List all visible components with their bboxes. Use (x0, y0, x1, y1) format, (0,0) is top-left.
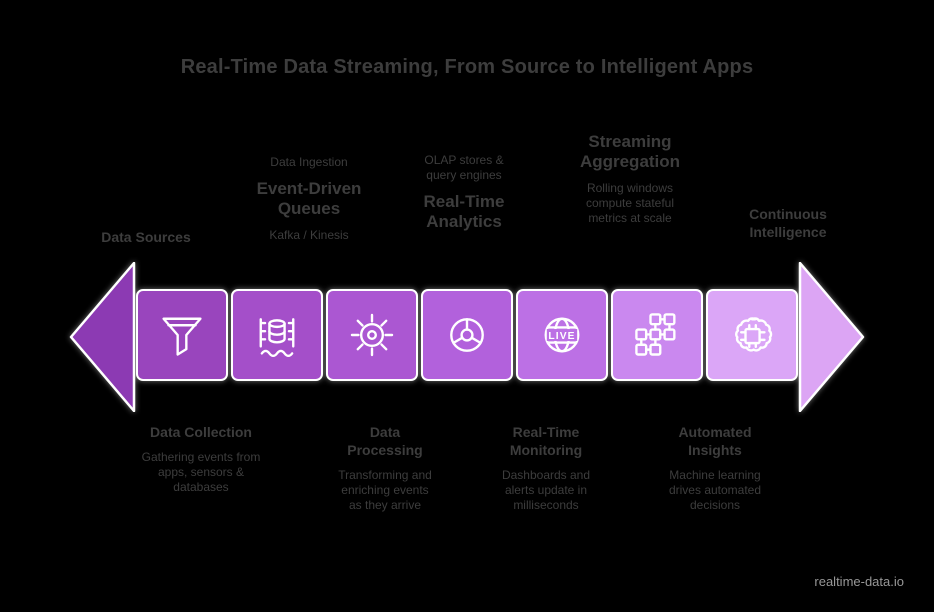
wheel-chart-icon (450, 318, 484, 352)
step-box-workflow (611, 289, 703, 381)
annotation-line: milliseconds (513, 498, 579, 512)
annotation-line: databases (173, 480, 229, 494)
annotation-line: Transforming and (338, 468, 432, 482)
right-arrow-icon (798, 262, 865, 412)
processing-gear-icon (350, 313, 394, 357)
annotation-line: Real-Time (512, 424, 580, 440)
annotation-line: Event-Driven (256, 179, 362, 198)
annotation-line: Streaming (588, 132, 672, 151)
pipeline-arrow-band: LIVE (68, 262, 868, 412)
annotation-line: OLAP stores & (424, 153, 504, 167)
data-lake-icon (259, 318, 295, 358)
annotation-line: Data Collection (150, 424, 252, 440)
annotation-line: Queues (277, 199, 341, 218)
annotation-line: compute stateful (585, 196, 675, 210)
step-box-data-lake (231, 289, 323, 381)
annotation-line: as they arrive (348, 498, 422, 512)
annotation-line: drives automated (668, 483, 762, 497)
step-box-live: LIVE (516, 289, 608, 381)
annotation-line: Analytics (426, 212, 502, 231)
annotation-line: Aggregation (579, 152, 681, 171)
annotation-line: Gathering events from (141, 450, 261, 464)
annotation-line: Kafka / Kinesis (269, 228, 349, 242)
step-box-ai (706, 289, 798, 381)
workflow-blocks-icon (635, 313, 676, 356)
step-box-processing (326, 289, 418, 381)
pipeline-steps: LIVE (136, 289, 798, 381)
annotation-line: Rolling windows (586, 181, 674, 195)
step-box-filter (136, 289, 228, 381)
annotation-line: Data Ingestion (270, 155, 348, 169)
annotation-line: alerts update in (504, 483, 588, 497)
annotation-line: Monitoring (509, 442, 583, 458)
step-box-analytics (421, 289, 513, 381)
watermark: realtime-data.io (814, 574, 904, 589)
annotation-line: apps, sensors & (157, 465, 245, 479)
annotation-line: enriching events (341, 483, 429, 497)
annotation-line: Processing (347, 442, 423, 458)
ai-brain-chip-icon (735, 317, 773, 352)
annotation-line: Data Sources (101, 229, 191, 245)
annotation-above-sources: Data Sources (51, 228, 241, 246)
annotation-line: Real-Time (423, 192, 505, 211)
annotation-line: Dashboards and (501, 468, 591, 482)
annotation-line: Data (369, 424, 401, 440)
filter-funnel-icon (162, 317, 202, 356)
page-title: Real-Time Data Streaming, From Source to… (180, 56, 754, 78)
annotation-line: query engines (426, 168, 502, 182)
annotation-line: Machine learning (669, 468, 761, 482)
annotation-line: Intelligence (749, 224, 827, 240)
annotation-line: decisions (689, 498, 741, 512)
live-label: LIVE (548, 331, 575, 342)
annotation-line: Automated (678, 424, 752, 440)
annotation-line: Continuous (749, 206, 827, 222)
live-globe-icon: LIVE (544, 317, 580, 353)
annotation-line: metrics at scale (588, 211, 672, 225)
annotation-line: Insights (688, 442, 742, 458)
left-arrow-icon (69, 262, 136, 412)
